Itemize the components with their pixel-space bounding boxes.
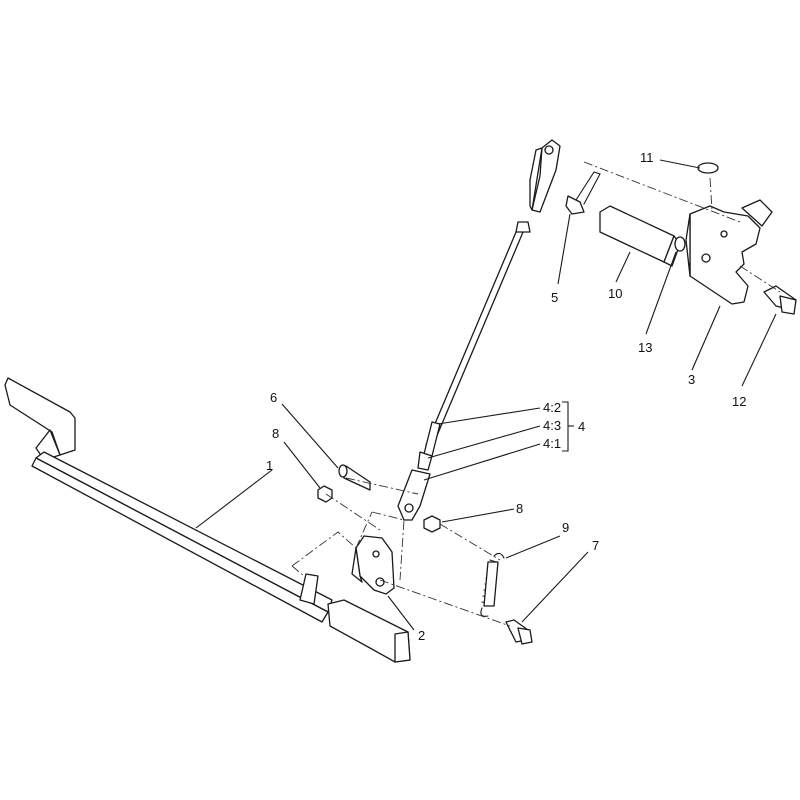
callout-2: 2 [418,628,425,643]
callout-4-2: 4:2 [543,400,561,415]
callout-11: 11 [640,150,654,165]
lever-bracket-part-3 [685,199,773,305]
callout-labels: 1 2 3 5 6 7 8 8 9 10 11 12 13 4:2 4:3 4:… [266,150,746,643]
callout-3: 3 [688,372,695,387]
callout-7: 7 [592,538,599,553]
nut-part-8-left [317,485,333,503]
grip-part-10 [599,205,681,267]
callout-4-1: 4:1 [543,436,561,451]
pedal-bar-part-1 [4,377,411,663]
alignment-lines [291,161,781,627]
callout-6: 6 [270,390,277,405]
clevis-pin-part-6 [338,464,371,491]
callout-8-right: 8 [516,501,523,516]
spring-part-9 [480,552,505,617]
pivot-bracket-part-2 [351,535,395,595]
callout-12: 12 [732,394,746,409]
nut-part-8-right [423,515,441,533]
pin-part-11 [697,162,719,174]
callout-13: 13 [638,340,652,355]
clip-part-5 [565,171,601,215]
callout-5: 5 [551,290,558,305]
bolt-part-7 [505,619,533,645]
callout-10: 10 [608,286,622,301]
linkage-rod-part-4 [397,139,561,521]
callout-8-left: 8 [272,426,279,441]
callout-9: 9 [562,520,569,535]
callout-4-3: 4:3 [543,418,561,433]
bolt-part-12 [763,285,797,315]
callout-1: 1 [266,458,273,473]
washer-part-13 [674,236,686,252]
leader-lines [195,159,777,631]
callout-4: 4 [578,419,585,434]
